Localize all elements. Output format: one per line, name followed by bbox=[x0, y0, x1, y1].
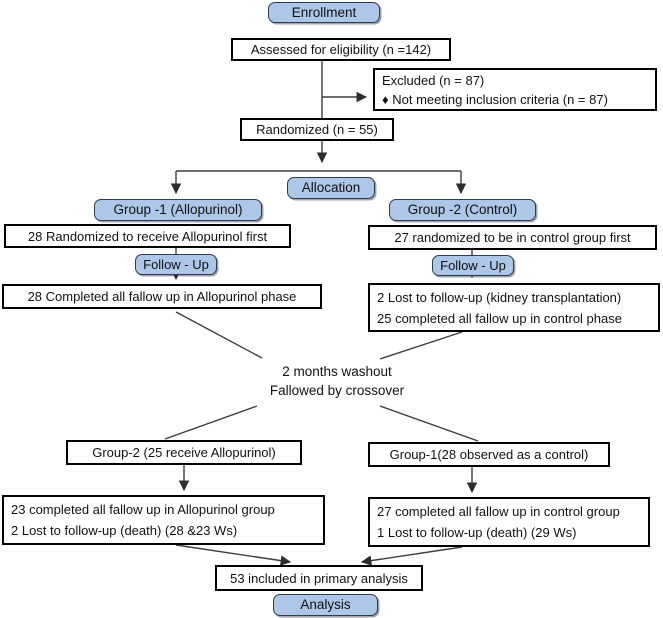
group2-followup-result-box: 2 Lost to follow-up (kidney transplantat… bbox=[368, 283, 660, 332]
crossover-group1-result-line1: 27 completed all fallow up in control gr… bbox=[377, 504, 620, 519]
connector-right-to-washout bbox=[379, 331, 463, 360]
washout-line1: 2 months washout bbox=[282, 364, 392, 379]
excluded-line1: Excluded (n = 87) bbox=[382, 72, 485, 88]
connector-left-to-washout bbox=[175, 311, 263, 359]
excluded-line2: ♦ Not meeting inclusion criteria (n = 87… bbox=[382, 91, 608, 107]
enrollment-stage-badge: Enrollment bbox=[268, 2, 380, 23]
crossover-group1-box: Group-1(28 observed as a control) bbox=[368, 442, 610, 467]
connector-right-to-analysis bbox=[360, 546, 463, 566]
crossover-group2-result-box: 23 completed all fallow up in Allopurino… bbox=[2, 495, 325, 545]
randomized-box: Randomized (n = 55) bbox=[240, 118, 394, 141]
washout-note: 2 months washout Fallowed by crossover bbox=[227, 362, 447, 400]
crossover-group2-result-line2: 2 Lost to follow-up (death) (28 &23 Ws) bbox=[11, 523, 238, 538]
group1-allopurinol-badge: Group -1 (Allopurinol) bbox=[94, 199, 262, 221]
group2-followup-line2: 25 completed all fallow up in control ph… bbox=[377, 310, 622, 326]
group2-assignment-box: 27 randomized to be in control group fir… bbox=[368, 225, 657, 250]
connector-washout-to-left bbox=[164, 405, 258, 440]
followup-left-badge: Follow - Up bbox=[135, 254, 217, 275]
connector-washout-to-right bbox=[379, 405, 479, 442]
crossover-group2-box: Group-2 (25 receive Allopurinol) bbox=[66, 440, 302, 465]
excluded-box: Excluded (n = 87) ♦ Not meeting inclusio… bbox=[373, 68, 657, 111]
crossover-group1-result-line2: 1 Lost to follow-up (death) (29 Ws) bbox=[377, 525, 577, 540]
primary-analysis-box: 53 included in primary analysis bbox=[215, 565, 423, 591]
group2-control-badge: Group -2 (Control) bbox=[389, 199, 536, 221]
crossover-group1-result-box: 27 completed all fallow up in control gr… bbox=[368, 497, 650, 547]
analysis-stage-badge: Analysis bbox=[273, 594, 378, 616]
allocation-stage-badge: Allocation bbox=[287, 177, 375, 199]
crossover-group2-result-line1: 23 completed all fallow up in Allopurino… bbox=[11, 502, 275, 517]
connector-left-to-analysis bbox=[175, 544, 292, 566]
group1-completed-box: 28 Completed all fallow up in Allopurino… bbox=[2, 284, 322, 309]
assessed-eligibility-box: Assessed for eligibility (n =142) bbox=[231, 38, 451, 61]
washout-line2: Fallowed by crossover bbox=[269, 383, 405, 398]
group1-assignment-box: 28 Randomized to receive Allopurinol fir… bbox=[4, 224, 291, 248]
followup-right-badge: Follow - Up bbox=[432, 255, 514, 276]
group2-followup-line1: 2 Lost to follow-up (kidney transplantat… bbox=[377, 289, 622, 305]
